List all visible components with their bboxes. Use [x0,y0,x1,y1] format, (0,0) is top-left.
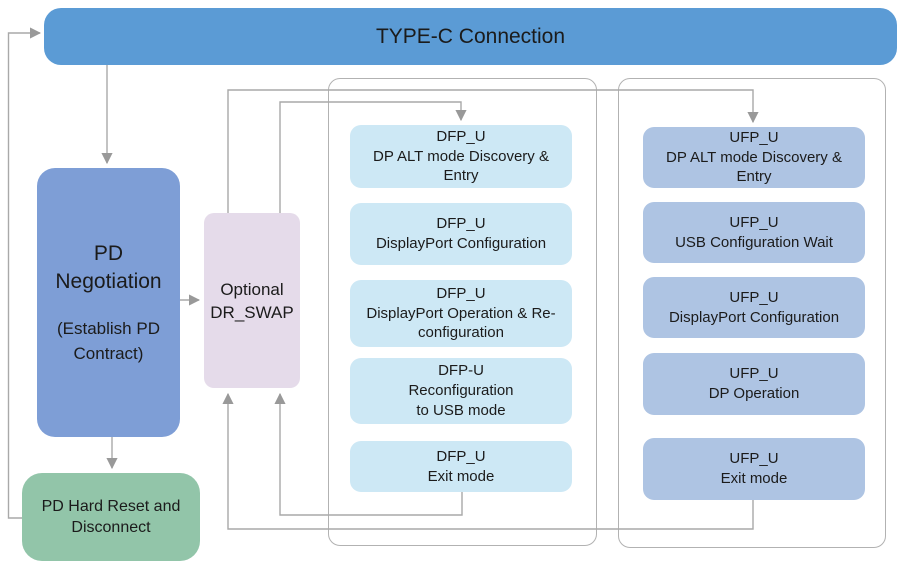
dfp-state-operation-reconfiguration: DFP_U DisplayPort Operation & Re- config… [350,280,572,347]
state-title: UFP_U [729,450,779,468]
state-title: DFP_U [436,215,486,233]
dfp-state-reconfiguration-usb: DFP-U Reconfiguration to USB mode [350,358,572,424]
dfp-state-exit-mode: DFP_U Exit mode [350,441,572,492]
pd-negotiation-title: PD Negotiation [55,241,162,293]
state-title: DFP_U [436,284,486,302]
ufp-state-usb-configuration-wait: UFP_U USB Configuration Wait [643,202,865,263]
ufp-state-discovery-entry: UFP_U DP ALT mode Discovery & Entry [643,127,865,188]
pd-hard-reset-node: PD Hard Reset and Disconnect [22,473,200,561]
ufp-state-dp-operation: UFP_U DP Operation [643,353,865,415]
dr-swap-label: Optional DR_SWAP [210,279,294,322]
dfp-state-displayport-configuration: DFP_U DisplayPort Configuration [350,203,572,265]
typec-connection-node: TYPE-C Connection [44,8,897,65]
state-title: DFP-U [438,362,484,380]
state-title: UFP_U [729,213,779,231]
state-subtitle: Reconfiguration to USB mode [408,382,514,419]
state-title: UFP_U [729,128,779,146]
connector-hardreset-to-typec [7,27,42,519]
pd-negotiation-subtitle: (Establish PD Contract) [57,318,160,363]
state-subtitle: USB Configuration Wait [675,233,833,251]
state-subtitle: Exit mode [427,467,495,485]
dr-swap-node: Optional DR_SWAP [204,213,300,388]
state-title: UFP_U [729,288,779,306]
state-subtitle: DP ALT mode Discovery & Entry [666,148,842,186]
ufp-state-displayport-configuration: UFP_U DisplayPort Configuration [643,277,865,338]
pd-negotiation-node: PD Negotiation (Establish PD Contract) [37,168,180,437]
state-title: UFP_U [729,365,779,383]
state-subtitle: DisplayPort Configuration [668,308,840,326]
dfp-group-container [328,78,597,546]
state-subtitle: DisplayPort Configuration [375,235,547,252]
connector-drswap-to-dfp-discovery [279,101,467,214]
state-subtitle: DisplayPort Operation & Re- configuratio… [366,304,556,342]
state-title: DFP_U [436,447,486,465]
connector-ufp-exit-to-drswap [222,392,754,530]
connector-dfp-exit-to-drswap [274,392,463,516]
ufp-state-exit-mode: UFP_U Exit mode [643,438,865,500]
pd-hard-reset-label: PD Hard Reset and Disconnect [41,498,181,536]
connector-drswap-to-ufp-discovery [227,89,759,214]
state-subtitle: DP ALT mode Discovery & Entry [373,147,549,185]
dfp-state-discovery-entry: DFP_U DP ALT mode Discovery & Entry [350,125,572,188]
state-title: DFP_U [436,127,486,145]
state-subtitle: Exit mode [720,470,788,487]
state-subtitle: DP Operation [708,385,800,402]
typec-connection-label: TYPE-C Connection [375,24,566,48]
ufp-group-container [618,78,886,548]
